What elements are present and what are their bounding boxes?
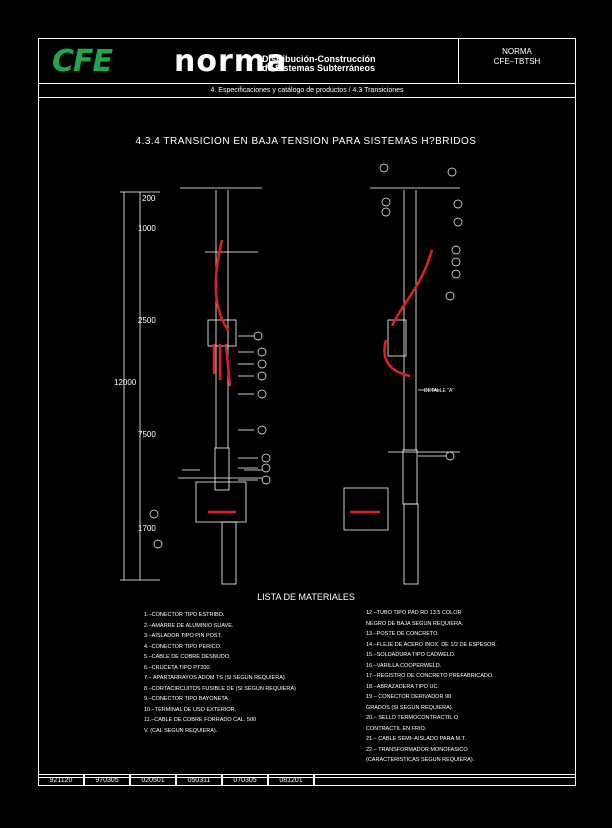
revision-cell: 050311 [176,774,222,786]
drawing-title: 4.3.4 TRANSICION EN BAJA TENSION PARA SI… [135,136,477,147]
material-item: 14.–FLEJE DE ACERO INOX. DE 1/2 DE ESPES… [366,641,497,648]
material-item: 11.–CABLE DE COBRE FORRADO CAL. 500 [144,717,257,723]
section-breadcrumb: 4. Especificaciones y catálogo de produc… [38,84,576,98]
vault-right [343,487,389,531]
material-item: CONTRACTIL EN FRIO. [366,725,427,732]
norma-logo-text: norma [174,44,288,79]
revision-cell: 970305 [84,774,130,786]
material-item: 13.–POSTE DE CONCRETO. [366,631,439,637]
ground-rod-left [221,521,237,585]
material-item: (CARACTERISTICAS SEGUN REQUIERA). [366,757,475,763]
material-item: 8.–CORTACIRCUITOS FUSIBLE DE (SI SEGUN R… [144,685,296,692]
revision-cell: 070305 [222,774,268,786]
cable-left-drops [212,343,232,387]
material-item: 9.–CONECTOR TIPO BAYONETA. [144,696,230,702]
header-divider [458,38,459,84]
dim-200: 200 [142,194,156,203]
norma-logo-subtitle: Distribución-Construcción de Sistemas Su… [262,55,376,73]
dim-2500: 2500 [138,316,156,325]
revision-row-blank [314,774,576,786]
norma-code-block: NORMA CFE–TBTSH [458,47,576,67]
material-item: 12.–TUBO TIPO PAD RD 13.5 COLOR [366,610,462,616]
dim-1000: 1000 [138,224,156,233]
logo-subtitle-line-1: Distribución-Construcción [262,54,376,64]
material-item: 18.–ABRAZADERA TIPO UC. [366,683,439,690]
materials-list-left: 1.–CONECTOR TIPO ESTRIBO. 2.–AMARRE DE AL… [144,612,296,738]
revision-cell: 020501 [130,774,176,786]
material-item: 21.– CABLE SEMI–AISLADO PARA M.T. [366,736,466,742]
callout-circles [149,163,463,549]
dim-7500: 7500 [138,430,156,439]
norma-label: NORMA [502,47,532,56]
material-item: 6.–CRUCETA TIPO PT200. [144,664,212,671]
cables-red [208,239,434,514]
material-item: 20.– SELLO TERMOCONTRACTIL O [366,715,458,721]
cable-right-lower [383,339,411,378]
cable-left-upper [214,239,230,331]
drawing-frame [38,38,576,778]
material-item: NEGRO DE BAJA SEGUN REQUIERA. [366,620,464,627]
materials-title: LISTA DE MATERIALES [257,592,355,602]
material-item: 10.–TERMINAL DE USO EXTERIOR. [144,706,237,713]
material-item: V. (CAL SEGUN REQUIERA). [144,727,218,734]
material-item: 16.–VARILLA COOPERWELD. [366,662,442,669]
logo-subtitle-line-2: de Sistemas Subterráneos [262,63,376,73]
material-item: 3.–AISLADOR TIPO PIN POST. [144,633,222,639]
dim-12000: 12000 [114,378,137,387]
norma-logo: norma [174,44,287,79]
detail-a-label: DETALLE "A" [424,388,455,394]
dim-1700: 1700 [138,524,156,533]
vault-left [195,481,247,523]
transformer-right [387,319,407,357]
material-item: 19.– CONECTOR DERIVADOR 90 [366,694,452,700]
norma-code: CFE–TBTSH [493,57,541,66]
title-block-header [38,38,576,84]
material-item: 7.– APARTARRAYOS ADOM TS (SI SEGUN REQUI… [144,675,287,681]
material-item: 5.–CABLE DE COBRE DESNUDO. [144,654,231,660]
material-item: 4.–CONECTOR TIPO PERICO. [144,643,222,650]
material-item: 2.–AMARRE DE ALUMINIO SUAVE. [144,622,234,629]
cfe-logo: CFE [52,44,113,79]
material-item: 1.–CONECTOR TIPO ESTRIBO. [144,612,225,618]
material-item: 22.– TRANSFORMADOR MONOFASICO [366,746,468,753]
conduit-left [214,447,230,491]
material-item: GRADOS (SI SEGUN REQUIERA). [366,704,454,711]
cable-right-upper [390,249,434,327]
revision-cell: 921120 [38,774,84,786]
material-item: 17.–REGISTRO DE CONCRETO PREFABRICADO. [366,673,494,679]
transformer-left [207,319,237,347]
material-item: 15.–SOLDADURA TIPO CADWELD. [366,652,456,658]
materials-list-right: 12.–TUBO TIPO PAD RD 13.5 COLOR NEGRO DE … [366,610,497,768]
revision-cell: 081201 [268,774,314,786]
